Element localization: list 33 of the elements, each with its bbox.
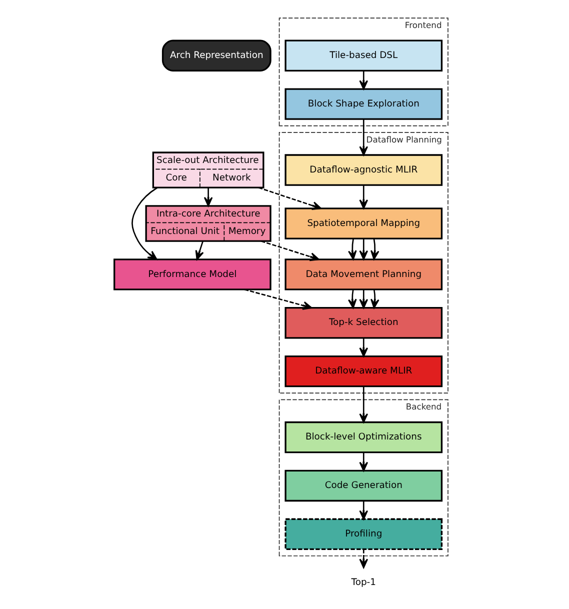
arrow bbox=[370, 289, 380, 308]
arrow bbox=[359, 500, 368, 520]
node-box: Arch Representation bbox=[162, 40, 272, 72]
arrow bbox=[359, 238, 368, 260]
arrow bbox=[348, 238, 357, 260]
arrow bbox=[348, 289, 357, 308]
node-box: Profiling bbox=[284, 518, 443, 550]
node-box: Block-level Optimizations bbox=[284, 421, 443, 454]
arrow bbox=[258, 186, 322, 210]
arrow bbox=[359, 338, 368, 357]
node-box: Top-k Selection bbox=[284, 307, 443, 339]
arrow bbox=[359, 549, 368, 568]
arrow bbox=[260, 240, 320, 262]
arrow bbox=[359, 290, 368, 308]
arrow bbox=[132, 187, 158, 260]
node-box: Code Generation bbox=[284, 470, 443, 502]
arrow bbox=[359, 386, 368, 423]
node-box: Dataflow-agnostic MLIR bbox=[284, 154, 443, 186]
arrow bbox=[359, 452, 368, 472]
node-box: Tile-based DSL bbox=[284, 40, 443, 72]
node-box: Dataflow-aware MLIR bbox=[284, 355, 443, 388]
arrow bbox=[359, 70, 368, 90]
arrow bbox=[195, 241, 204, 260]
arrow bbox=[359, 185, 368, 209]
node-box: Spatiotemporal Mapping bbox=[284, 208, 443, 240]
arrow bbox=[244, 288, 312, 310]
node-box: Performance Model bbox=[114, 258, 272, 290]
arrow bbox=[370, 238, 380, 260]
arrow bbox=[359, 119, 368, 156]
node-text: Top-1 bbox=[351, 576, 376, 588]
arrow bbox=[204, 188, 213, 207]
node-box: Block Shape Exploration bbox=[284, 88, 443, 120]
node-box: Data Movement Planning bbox=[284, 258, 443, 290]
